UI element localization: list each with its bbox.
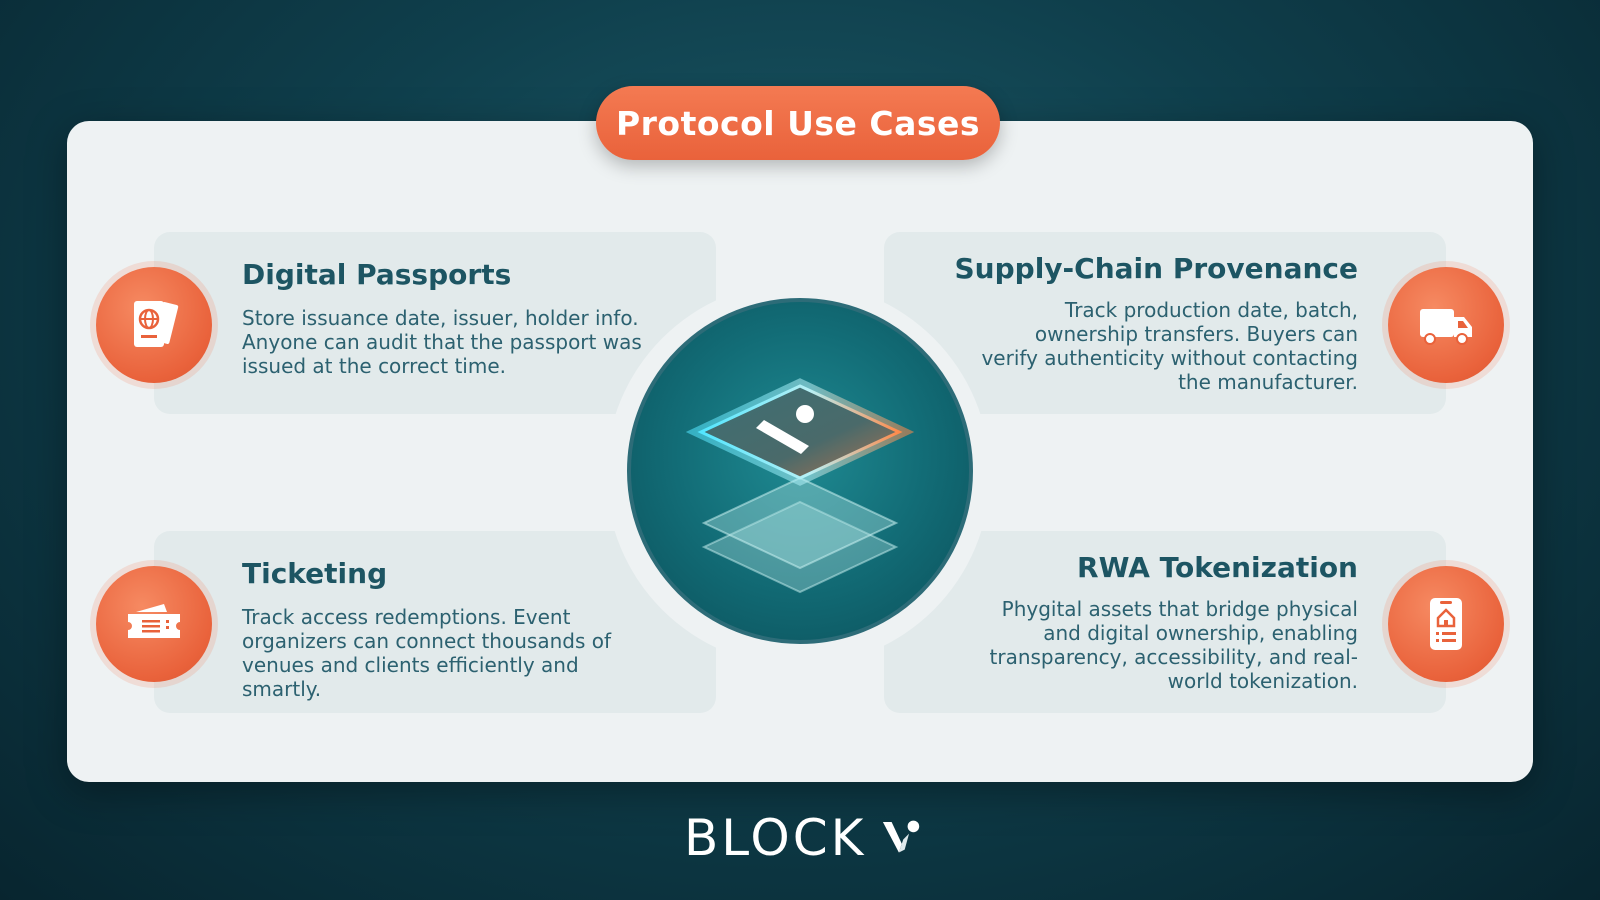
card-description: Track production date, batch, ownership … (981, 298, 1358, 394)
property-document-icon (1388, 566, 1504, 682)
card-title: Supply-Chain Provenance (954, 252, 1358, 285)
card-description: Phygital assets that bridge physical and… (989, 597, 1359, 693)
card-description: Store issuance date, issuer, holder info… (242, 306, 642, 378)
passport-icon (96, 267, 212, 383)
brand-mark-icon (883, 820, 920, 853)
card-title: Digital Passports (242, 258, 512, 291)
card-title: RWA Tokenization (1077, 551, 1358, 584)
layered-logo-icon (685, 378, 915, 594)
brand-name: BLOCK (684, 809, 867, 867)
card-ticketing: Ticketing Track access redemptions. Even… (154, 531, 716, 713)
ticket-icon (96, 566, 212, 682)
page-title: Protocol Use Cases (596, 86, 1000, 160)
card-supply-chain-provenance: Supply-Chain Provenance Track production… (884, 232, 1446, 414)
card-title: Ticketing (242, 557, 388, 590)
card-rwa-tokenization: RWA Tokenization Phygital assets that br… (884, 531, 1446, 713)
center-emblem (627, 298, 973, 644)
card-digital-passports: Digital Passports Store issuance date, i… (154, 232, 716, 414)
truck-icon (1388, 267, 1504, 383)
card-description: Track access redemptions. Event organize… (242, 605, 611, 701)
brand-logo: BLOCK (684, 808, 924, 868)
